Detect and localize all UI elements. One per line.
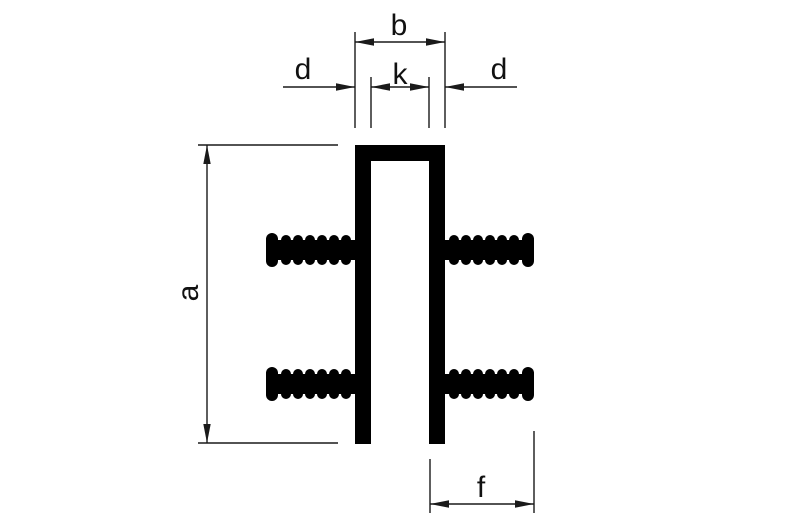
dimension-d-right: d	[445, 53, 517, 91]
dimension-d-left: d	[283, 53, 355, 91]
dimension-b: b	[354, 9, 446, 128]
arrow-right-icon	[410, 83, 429, 91]
arrow-down-icon	[203, 424, 211, 443]
dimension-f: f	[429, 431, 535, 513]
arrow-left-icon	[430, 500, 449, 508]
profile-left-wall	[355, 145, 371, 444]
waterstop-profile	[266, 145, 534, 444]
arrow-right-icon	[515, 500, 534, 508]
dimension-label-d-left: d	[295, 53, 312, 86]
dimension-label-b: b	[391, 9, 408, 42]
dimension-label-d-right: d	[491, 53, 508, 86]
dimension-k: k	[370, 58, 430, 128]
dimension-label-k: k	[393, 58, 409, 91]
anchor-rib-lower-left	[266, 367, 357, 401]
arrow-left-icon	[445, 83, 464, 91]
anchor-rib-lower-right	[443, 367, 534, 401]
dimension-label-a: a	[172, 284, 205, 301]
arrow-left-icon	[371, 83, 390, 91]
dimension-a: a	[172, 144, 338, 444]
dimension-label-f: f	[477, 471, 486, 504]
arrow-right-icon	[426, 38, 445, 46]
arrow-right-icon	[336, 83, 355, 91]
arrow-left-icon	[355, 38, 374, 46]
profile-top-flange	[355, 145, 445, 161]
anchor-rib-upper-right	[443, 233, 534, 267]
arrow-up-icon	[203, 145, 211, 164]
profile-right-wall	[429, 145, 445, 444]
anchor-rib-upper-left	[266, 233, 357, 267]
